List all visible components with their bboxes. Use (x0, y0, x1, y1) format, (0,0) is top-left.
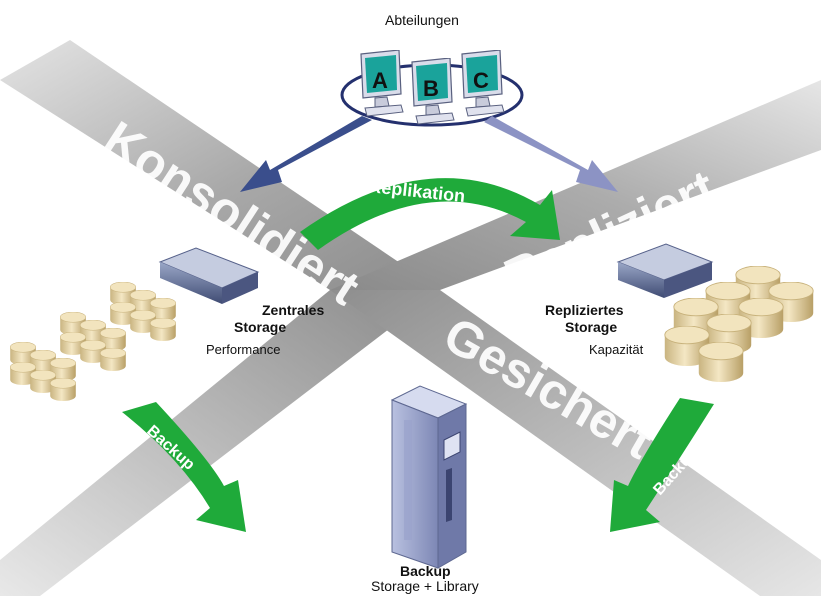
backup-storage-title: Backup (400, 563, 451, 579)
disk-cylinder-icon (698, 342, 744, 382)
replicated-storage-title-line2: Storage (565, 319, 618, 335)
replicated-storage-subtitle: Kapazität (589, 342, 644, 357)
client-label-c: C (473, 68, 489, 93)
backup-arrow-left (122, 402, 246, 532)
replication-arrow (300, 178, 560, 250)
central-storage-title-line2: Storage (234, 319, 287, 335)
departments-label: Abteilungen (385, 12, 459, 28)
central-storage-title-line1: Zentrales (262, 302, 325, 318)
tape-library-icon (390, 385, 468, 569)
central-storage-subtitle: Performance (206, 342, 281, 357)
client-label-b: B (423, 76, 439, 101)
band-secured (330, 290, 821, 596)
storage-server-icon (616, 243, 714, 298)
backup-arrow-right (610, 398, 714, 532)
backup-storage-subtitle: Storage + Library (371, 578, 479, 594)
replicated-storage-title-line1: Repliziertes (545, 302, 624, 318)
band-replicated (330, 80, 821, 290)
disk-array-left (10, 282, 176, 401)
disk-cylinder-icon (50, 378, 76, 401)
arrow-to-central (240, 116, 372, 192)
disk-cylinder-icon (100, 348, 126, 371)
client-label-a: A (372, 68, 388, 93)
band-lower-left (0, 290, 440, 596)
disk-cylinder-icon (150, 318, 176, 341)
storage-server-icon (158, 247, 260, 304)
arrow-to-replicated (484, 116, 618, 192)
